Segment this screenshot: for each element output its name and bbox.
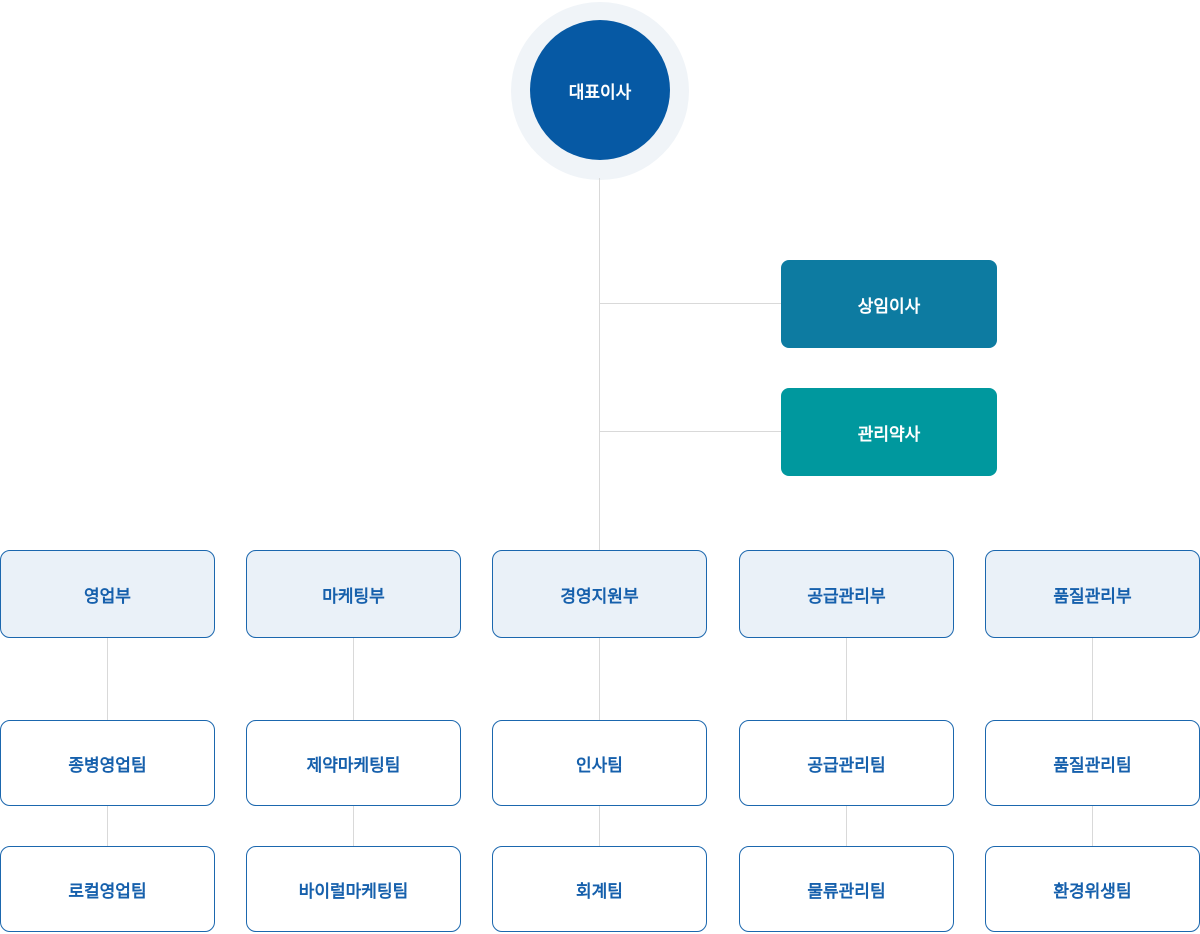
node-team: 환경위생팀 bbox=[985, 846, 1200, 932]
team-label: 회계팀 bbox=[576, 881, 623, 901]
node-standing-director: 상임이사 bbox=[781, 260, 997, 348]
team-label: 종병영업팀 bbox=[68, 755, 147, 775]
connector-line bbox=[1092, 806, 1093, 846]
team-label: 제약마케팅팀 bbox=[306, 755, 401, 775]
connector-line bbox=[599, 638, 600, 720]
node-department-marketing: 마케팅부 bbox=[246, 550, 461, 638]
node-managing-pharmacist: 관리약사 bbox=[781, 388, 997, 476]
node-department-quality: 품질관리부 bbox=[985, 550, 1200, 638]
node-department-supply: 공급관리부 bbox=[739, 550, 954, 638]
connector-line bbox=[846, 638, 847, 720]
connector-line bbox=[599, 806, 600, 846]
department-label: 경영지원부 bbox=[560, 586, 639, 606]
connector-trunk-line bbox=[599, 178, 600, 550]
connector-director-line bbox=[600, 303, 781, 304]
connector-line bbox=[107, 638, 108, 720]
department-label: 품질관리부 bbox=[1053, 586, 1132, 606]
node-department-sales: 영업부 bbox=[0, 550, 215, 638]
node-team: 품질관리팀 bbox=[985, 720, 1200, 806]
managing-pharmacist-label: 관리약사 bbox=[857, 424, 921, 444]
connector-line bbox=[1092, 638, 1093, 720]
team-label: 로컬영업팀 bbox=[68, 881, 147, 901]
connector-pharmacist-line bbox=[600, 431, 781, 432]
node-team: 제약마케팅팀 bbox=[246, 720, 461, 806]
team-label: 품질관리팀 bbox=[1053, 755, 1132, 775]
node-team: 공급관리팀 bbox=[739, 720, 954, 806]
standing-director-label: 상임이사 bbox=[857, 296, 921, 316]
ceo-node: 대표이사 bbox=[530, 20, 670, 160]
ceo-label: 대표이사 bbox=[568, 82, 632, 102]
team-label: 인사팀 bbox=[576, 755, 623, 775]
team-label: 공급관리팀 bbox=[807, 755, 886, 775]
department-label: 영업부 bbox=[84, 586, 131, 606]
team-label: 환경위생팀 bbox=[1053, 881, 1132, 901]
node-team: 로컬영업팀 bbox=[0, 846, 215, 932]
connector-line bbox=[107, 806, 108, 846]
connector-line bbox=[846, 806, 847, 846]
team-label: 바이럴마케팅팀 bbox=[298, 881, 409, 901]
connector-line bbox=[353, 806, 354, 846]
node-team: 회계팀 bbox=[492, 846, 707, 932]
department-label: 마케팅부 bbox=[322, 586, 385, 606]
connector-line bbox=[353, 638, 354, 720]
node-team: 물류관리팀 bbox=[739, 846, 954, 932]
node-team: 인사팀 bbox=[492, 720, 707, 806]
node-team: 종병영업팀 bbox=[0, 720, 215, 806]
department-label: 공급관리부 bbox=[807, 586, 886, 606]
node-department-management-support: 경영지원부 bbox=[492, 550, 707, 638]
node-team: 바이럴마케팅팀 bbox=[246, 846, 461, 932]
team-label: 물류관리팀 bbox=[807, 881, 886, 901]
